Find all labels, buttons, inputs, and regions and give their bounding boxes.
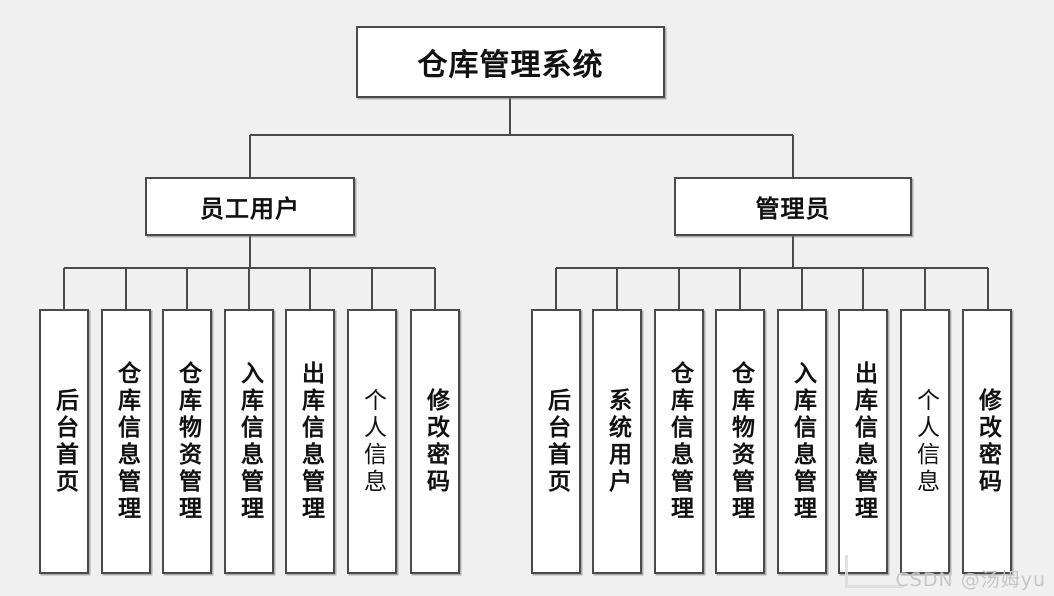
node-admin-leaf-7-label: 个人信息 (912, 387, 939, 496)
node-employee-leaf-3[interactable]: 仓库物资管理 (162, 309, 212, 574)
node-employee-leaf-7-label: 修改密码 (422, 387, 449, 496)
node-employee-leaf-2[interactable]: 仓库信息管理 (101, 309, 151, 574)
node-admin-leaf-3-label: 仓库信息管理 (666, 360, 693, 523)
node-employee-leaf-3-label: 仓库物资管理 (174, 360, 201, 523)
node-employee-user[interactable]: 员工用户 (145, 177, 355, 236)
node-employee-leaf-7[interactable]: 修改密码 (410, 309, 460, 574)
watermark-text: CSDN @汤姆yu (895, 569, 1046, 591)
node-employee-leaf-5-label: 出库信息管理 (297, 360, 324, 523)
csdn-logo-icon (845, 555, 904, 588)
node-admin[interactable]: 管理员 (674, 177, 912, 236)
node-admin-leaf-3[interactable]: 仓库信息管理 (654, 309, 704, 574)
node-employee-leaf-4-label: 入库信息管理 (236, 360, 263, 523)
node-admin-leaf-5-label: 入库信息管理 (789, 360, 816, 523)
node-admin-leaf-6[interactable]: 出库信息管理 (838, 309, 888, 574)
node-employee-leaf-6[interactable]: 个人信息 (347, 309, 397, 574)
node-admin-leaf-7[interactable]: 个人信息 (900, 309, 950, 574)
node-root-system[interactable]: 仓库管理系统 (356, 26, 665, 98)
node-admin-leaf-8[interactable]: 修改密码 (962, 309, 1012, 574)
node-root-label: 仓库管理系统 (417, 48, 604, 83)
node-admin-leaf-2[interactable]: 系统用户 (592, 309, 642, 574)
node-admin-leaf-8-label: 修改密码 (974, 387, 1001, 496)
node-admin-leaf-1[interactable]: 后台首页 (531, 309, 581, 574)
node-admin-leaf-1-label: 后台首页 (543, 387, 570, 496)
node-employee-leaf-1[interactable]: 后台首页 (39, 309, 89, 574)
node-admin-leaf-6-label: 出库信息管理 (850, 360, 877, 523)
node-admin-label: 管理员 (755, 195, 831, 223)
node-employee-leaf-2-label: 仓库信息管理 (113, 360, 140, 523)
node-employee-user-label: 员工用户 (200, 195, 300, 223)
node-employee-leaf-5[interactable]: 出库信息管理 (285, 309, 335, 574)
node-employee-leaf-1-label: 后台首页 (51, 387, 78, 496)
node-admin-leaf-4-label: 仓库物资管理 (727, 360, 754, 523)
node-admin-leaf-4[interactable]: 仓库物资管理 (715, 309, 765, 574)
node-employee-leaf-6-label: 个人信息 (359, 387, 386, 496)
node-employee-leaf-4[interactable]: 入库信息管理 (224, 309, 274, 574)
node-admin-leaf-2-label: 系统用户 (604, 387, 631, 496)
node-admin-leaf-5[interactable]: 入库信息管理 (777, 309, 827, 574)
